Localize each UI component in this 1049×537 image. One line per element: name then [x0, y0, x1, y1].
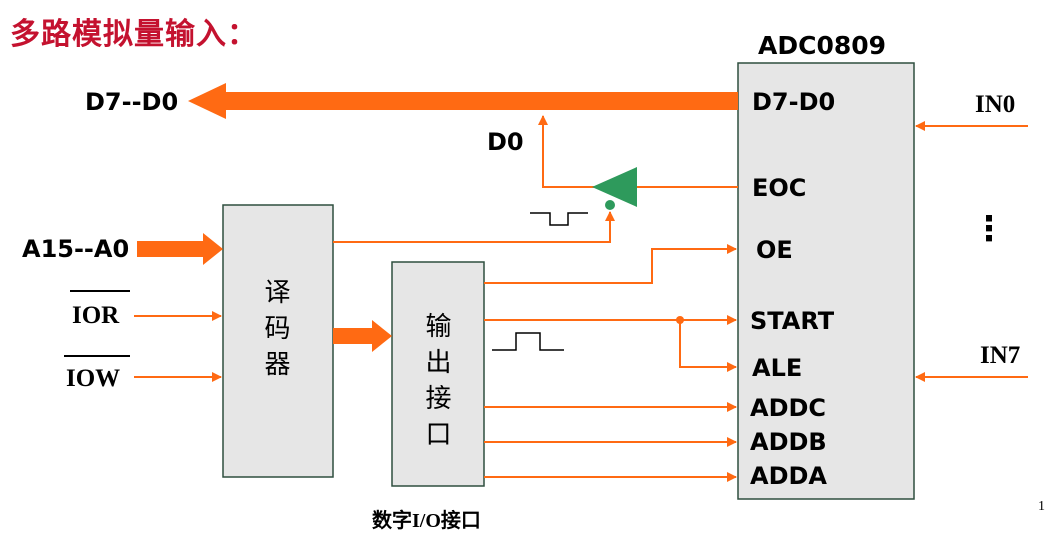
output-port-box	[391, 261, 485, 487]
d0-label: D0	[487, 128, 524, 156]
page-title: 多路模拟量输入：	[10, 17, 258, 52]
pin-eoc: EOC	[752, 174, 807, 202]
iow-label: IOW	[66, 365, 121, 392]
oe-wire	[484, 244, 737, 284]
io-port-caption: 数字I/O接口	[372, 510, 481, 532]
pin-adda: ADDA	[750, 462, 827, 490]
decoder-label: 译码器	[260, 278, 290, 386]
pin-d-bus: D7-D0	[752, 88, 836, 116]
pin-addb: ADDB	[750, 428, 827, 456]
decoder-box	[222, 204, 334, 478]
pin-ale: ALE	[752, 354, 803, 382]
input-ellipsis: ⋮	[972, 209, 1006, 249]
data-bus-arrow-body	[222, 92, 738, 110]
ior-label: IOR	[72, 302, 120, 329]
tristate-buffer	[592, 167, 637, 207]
addr-bus-arrow-head	[203, 233, 223, 265]
page-number: 1	[1038, 499, 1045, 514]
pin-addc: ADDC	[750, 394, 827, 422]
data-bus-label: D7--D0	[85, 88, 179, 116]
decoder-to-port-arrow-body	[333, 328, 375, 344]
neg-pulse-symbol	[530, 212, 588, 226]
decoder-to-port-arrow-head	[372, 320, 392, 352]
chip-name: ADC0809	[758, 31, 887, 60]
input-in7: IN7	[980, 342, 1021, 369]
ale-wire	[679, 320, 737, 372]
input-in0: IN0	[975, 91, 1016, 118]
pos-pulse-symbol	[492, 332, 564, 351]
output-port-label: 输出接口	[421, 312, 451, 456]
addr-bus-label: A15--A0	[22, 235, 130, 263]
buffer-enable-dot	[605, 200, 615, 210]
data-bus-arrow-head	[188, 83, 226, 119]
adc0809-chip	[737, 62, 915, 500]
addr-bus-arrow-body	[137, 241, 207, 257]
pin-oe: OE	[756, 236, 793, 264]
pin-start: START	[750, 307, 835, 335]
d0-wire	[538, 115, 600, 188]
decoder-to-buffer-wire	[333, 211, 615, 243]
